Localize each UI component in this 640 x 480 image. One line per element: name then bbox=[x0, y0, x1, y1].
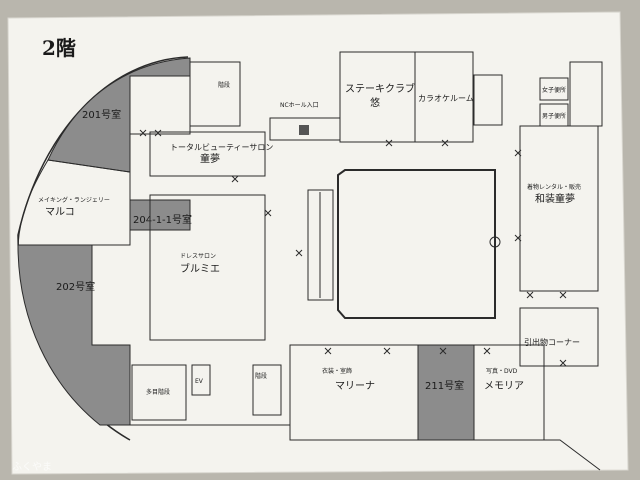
room-dress-salon-name: ブルミエ bbox=[180, 262, 220, 275]
room-memoria-name: メモリア bbox=[484, 381, 524, 392]
door-symbols bbox=[139, 129, 567, 367]
room-total-beauty-name: 童夢 bbox=[200, 152, 220, 165]
room-gifts-corner-label: 引出物コーナー bbox=[524, 337, 580, 347]
nc-entrance-marker bbox=[299, 125, 309, 135]
escalator bbox=[307, 189, 334, 301]
room-wagi-domu bbox=[519, 125, 599, 292]
stairs-lower bbox=[252, 364, 282, 416]
room-wagi-domu-name: 和装童夢 bbox=[535, 192, 575, 205]
hall-door-marker bbox=[489, 236, 501, 248]
central-hall bbox=[337, 169, 496, 319]
room-memoria-label: 写真・DVD bbox=[486, 367, 518, 375]
elevator-label: EV bbox=[195, 378, 204, 385]
stairs-lower-label: 階段 bbox=[255, 372, 267, 380]
bottom-corridor bbox=[130, 424, 601, 471]
watermark-text: ふくやま bbox=[12, 461, 52, 473]
room-multi-stairs bbox=[131, 364, 187, 421]
room-maruko-label: メイキング・ランジェリー bbox=[38, 196, 110, 204]
room-202-label: 202号室 bbox=[56, 280, 95, 293]
room-dress-salon-label: ドレスサロン bbox=[180, 253, 216, 260]
room-multi-stairs-label: 多目階段 bbox=[146, 388, 170, 396]
room-karaoke-label: カラオケルーム bbox=[418, 94, 474, 103]
women-toilet-label: 女子便所 bbox=[542, 86, 566, 94]
room-total-beauty bbox=[149, 131, 266, 177]
room-202-area bbox=[17, 244, 131, 426]
room-201-label: 201号室 bbox=[82, 108, 121, 121]
room-204-label: 204-1-1号室 bbox=[133, 213, 192, 226]
room-gifts-corner bbox=[519, 307, 599, 367]
room-steak-club-name: 悠 bbox=[370, 96, 380, 109]
room-204-area bbox=[129, 199, 191, 231]
room-total-beauty-label: トータルビューティーサロン bbox=[170, 143, 273, 152]
room-wagi-domu-label: 着物レンタル・販売 bbox=[527, 183, 581, 191]
room-marina-label: 衣装・室飾 bbox=[322, 367, 352, 375]
elevator bbox=[191, 364, 211, 396]
floor-title: 2階 bbox=[42, 36, 76, 60]
room-211-area bbox=[417, 344, 475, 441]
room-dress-salon bbox=[149, 194, 266, 341]
stairs-right bbox=[473, 74, 503, 126]
room-maruko-name: マルコ bbox=[45, 207, 75, 218]
women-toilet bbox=[539, 77, 569, 101]
room-steak-club-label: ステーキクラブ bbox=[345, 82, 415, 95]
nc-entrance-label: NCホール入口 bbox=[280, 102, 319, 109]
stairs-upper bbox=[189, 61, 241, 127]
men-toilet-label: 男子便所 bbox=[542, 112, 566, 120]
stairs-upper-label: 階段 bbox=[218, 81, 230, 89]
room-marina-name: マリーナ bbox=[335, 380, 375, 392]
room-211-label: 211号室 bbox=[425, 379, 464, 392]
